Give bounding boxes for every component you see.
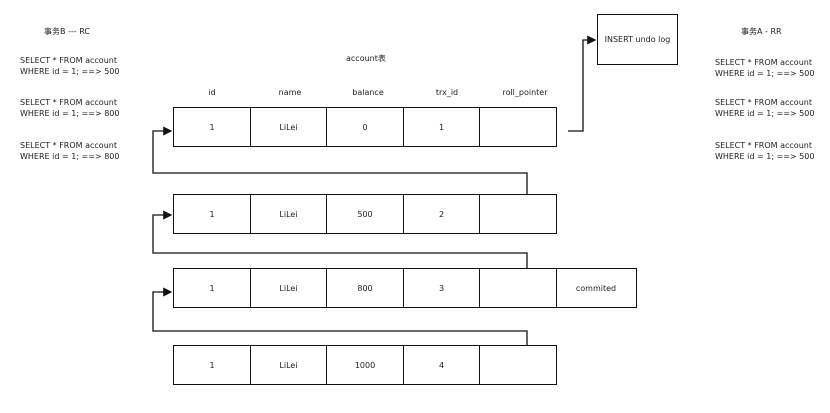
cell-roll-pointer <box>479 194 557 234</box>
query-line: SELECT * FROM account <box>715 58 812 67</box>
cell-name: LiLei <box>249 268 328 308</box>
cell-roll-pointer <box>479 345 557 385</box>
transaction-a-title: 事务A - RR <box>741 27 782 36</box>
cell-commit-status: commited <box>555 268 637 308</box>
cell-roll-pointer <box>479 107 557 147</box>
column-header-name: name <box>278 88 302 97</box>
undo-log-pointer <box>568 35 597 132</box>
cell-roll-pointer <box>479 268 557 308</box>
cell-balance: 500 <box>326 194 404 234</box>
query-result: WHERE id = 1; ==> 800 <box>20 109 120 118</box>
cell-id: 1 <box>173 268 251 308</box>
cell-balance: 1000 <box>326 345 404 385</box>
cell-id: 1 <box>173 194 251 234</box>
version-row-2: 1 LiLei 500 2 <box>173 194 557 234</box>
cell-trx-id: 3 <box>402 268 481 308</box>
cell-trx-id: 4 <box>402 345 481 385</box>
query-result: WHERE id = 1; ==> 800 <box>20 152 120 161</box>
column-header-id: id <box>208 88 216 97</box>
pointer-row2-to-row1 <box>152 126 528 194</box>
table-caption: account表 <box>346 54 386 63</box>
column-header-balance: balance <box>352 88 384 97</box>
cell-name: LiLei <box>249 345 328 385</box>
cell-trx-id: 2 <box>402 194 481 234</box>
column-header-trx-id: trx_id <box>435 88 459 97</box>
cell-name: LiLei <box>249 194 328 234</box>
query-result: WHERE id = 1; ==> 500 <box>715 109 815 118</box>
query-result: WHERE id = 1; ==> 500 <box>20 67 120 76</box>
pointer-row3-to-row2 <box>152 210 528 268</box>
query-result: WHERE id = 1; ==> 500 <box>715 69 815 78</box>
query-line: SELECT * FROM account <box>715 98 812 107</box>
pointer-row4-to-row3 <box>152 287 528 345</box>
query-line: SELECT * FROM account <box>20 56 117 65</box>
version-row-4: 1 LiLei 1000 4 <box>173 345 557 385</box>
column-header-roll-pointer: roll_pointer <box>502 88 548 97</box>
query-line: SELECT * FROM account <box>715 141 812 150</box>
cell-trx-id: 1 <box>402 107 481 147</box>
version-row-3: 1 LiLei 800 3 commited <box>173 268 637 308</box>
version-row-1: 1 LiLei 0 1 <box>173 107 557 147</box>
cell-balance: 0 <box>326 107 404 147</box>
query-result: WHERE id = 1; ==> 500 <box>715 152 815 161</box>
cell-id: 1 <box>173 345 251 385</box>
cell-name: LiLei <box>249 107 328 147</box>
transaction-b-title: 事务B --- RC <box>44 27 90 36</box>
query-line: SELECT * FROM account <box>20 141 117 150</box>
cell-balance: 800 <box>326 268 404 308</box>
insert-undo-log-box: INSERT undo log <box>597 14 678 65</box>
query-line: SELECT * FROM account <box>20 98 117 107</box>
cell-id: 1 <box>173 107 251 147</box>
